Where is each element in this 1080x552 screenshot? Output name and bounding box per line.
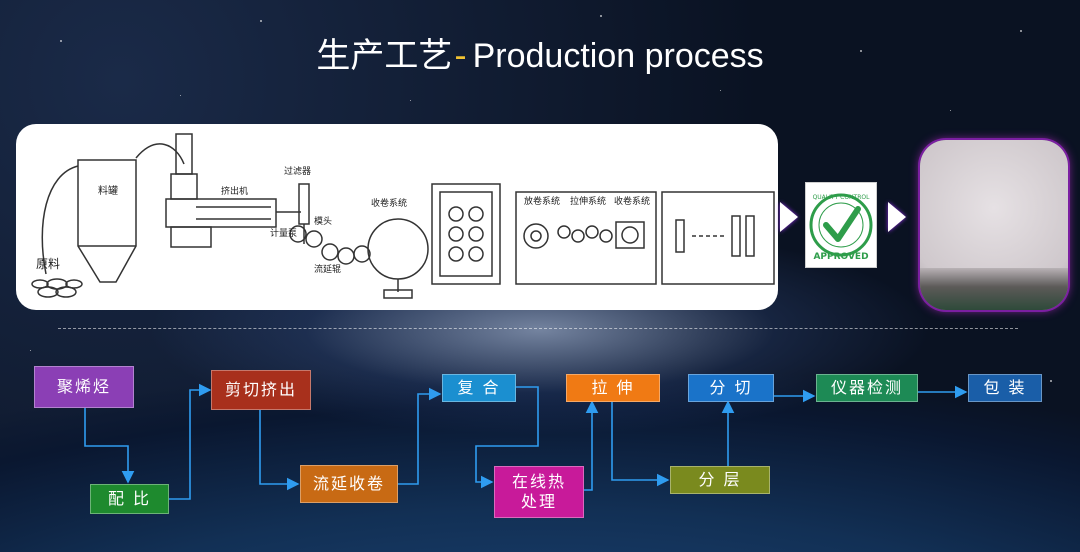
flow-label-slit: 分 切	[709, 378, 752, 398]
connector-ratio-cut	[169, 390, 210, 499]
flow-label-cut-extrude: 剪切挤出	[225, 380, 297, 400]
connector-cast-composite	[398, 394, 440, 484]
flow-box-ratio: 配 比	[90, 484, 169, 514]
flow-box-pack: 包 装	[968, 374, 1042, 402]
connector-polyolefin-ratio	[85, 408, 128, 482]
connector-stretch-layer	[612, 402, 668, 480]
flow-label-cast-roll: 流延收卷	[313, 474, 385, 494]
flow-label-stretch: 拉 伸	[591, 378, 634, 398]
flow-box-cut-extrude: 剪切挤出	[211, 370, 311, 410]
flow-label-pack: 包 装	[983, 378, 1026, 398]
connector-heat-stretch	[584, 402, 592, 490]
flow-box-layer: 分 层	[670, 466, 770, 494]
flow-box-composite: 复 合	[442, 374, 516, 402]
flow-box-slit: 分 切	[688, 374, 774, 402]
flow-box-cast-roll: 流延收卷	[300, 465, 398, 503]
flow-label-ratio: 配 比	[108, 489, 151, 509]
connector-cut-cast	[260, 410, 298, 484]
flow-box-heat-treat: 在线热 处理	[494, 466, 584, 518]
flow-label-polyolefin: 聚烯烃	[57, 377, 111, 397]
flow-box-polyolefin: 聚烯烃	[34, 366, 134, 408]
flow-label-heat-treat: 在线热 处理	[512, 472, 566, 512]
flow-box-inspect: 仪器检测	[816, 374, 918, 402]
flow-label-composite: 复 合	[457, 378, 500, 398]
flow-label-layer: 分 层	[698, 470, 741, 490]
flow-box-stretch: 拉 伸	[566, 374, 660, 402]
flow-label-inspect: 仪器检测	[831, 378, 903, 398]
